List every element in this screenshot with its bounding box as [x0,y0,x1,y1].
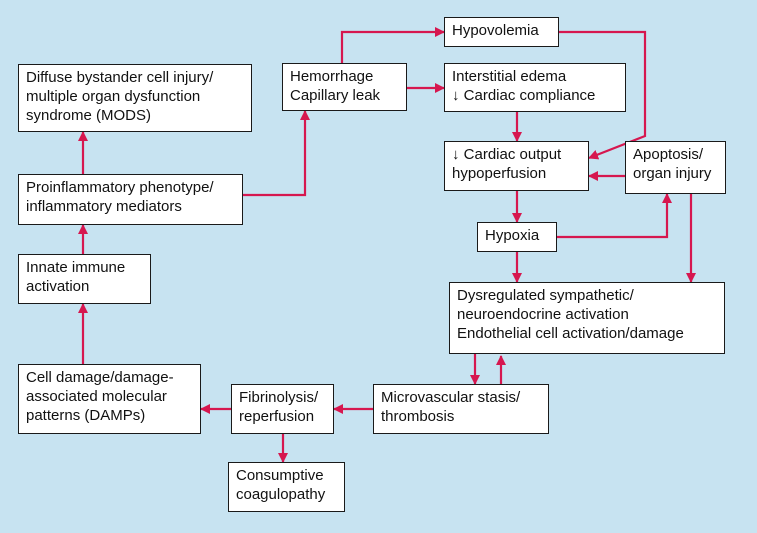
node-hypovolemia-line-1: Hypovolemia [452,22,539,39]
node-hemorrhage-line-1: Hemorrhage [290,68,374,85]
node-edema: Interstitial edema ↓ Cardiac compliance [444,63,626,112]
node-mods-line-3: syndrome (MODS) [26,107,152,124]
node-damps: Cell damage/damage- associated molecular… [18,364,201,434]
node-edema-line-1: Interstitial edema [452,68,567,85]
arrow-proinflammatory-to-hemorrhage [243,110,310,197]
node-mods-line-2: multiple organ dysfunction [26,88,201,105]
node-mods-line-1: Diffuse bystander cell injury/ [26,69,214,86]
node-microvascular: Microvascular stasis/ thrombosis [373,384,549,434]
node-dysregulated-line-1: Dysregulated sympathetic/ [457,287,634,304]
node-hypoxia-line-1: Hypoxia [485,227,540,244]
node-fibrinolysis: Fibrinolysis/ reperfusion [231,384,334,434]
node-innate-line-1: Innate immune [26,259,126,276]
node-coagulopathy-line-1: Consumptive [236,467,324,484]
node-microvascular-line-1: Microvascular stasis/ [381,389,521,406]
node-hypovolemia: Hypovolemia [444,17,559,47]
node-cardiac-output: ↓ Cardiac output hypoperfusion [444,141,589,191]
arrow-hemorrhage-to-hypovolemia [340,27,445,63]
node-mods: Diffuse bystander cell injury/ multiple … [18,64,252,132]
node-hemorrhage-line-2: Capillary leak [290,87,381,104]
node-proinflammatory-line-2: inflammatory mediators [26,198,182,215]
arrow-hypovolemia-to-cardiac-output [559,30,647,160]
node-innate: Innate immune activation [18,254,151,304]
node-microvascular-line-2: thrombosis [381,408,455,425]
node-dysregulated: Dysregulated sympathetic/ neuroendocrine… [449,282,725,354]
node-dysregulated-line-2: neuroendocrine activation [457,306,629,323]
node-hypoxia: Hypoxia [477,222,557,252]
node-fibrinolysis-line-2: reperfusion [239,408,315,425]
node-apoptosis-line-1: Apoptosis/ [633,146,704,163]
node-proinflammatory: Proinflammatory phenotype/ inflammatory … [18,174,243,225]
node-coagulopathy-line-2: coagulopathy [236,486,326,503]
node-apoptosis: Apoptosis/ organ injury [625,141,726,194]
node-proinflammatory-line-1: Proinflammatory phenotype/ [26,179,214,196]
node-cardiac-output-line-2: hypoperfusion [452,165,547,182]
node-innate-line-2: activation [26,278,90,295]
node-edema-line-2: ↓ Cardiac compliance [452,87,596,104]
node-fibrinolysis-line-1: Fibrinolysis/ [239,389,319,406]
node-damps-line-2: associated molecular [26,388,167,405]
node-coagulopathy: Consumptive coagulopathy [228,462,345,512]
node-hemorrhage: Hemorrhage Capillary leak [282,63,407,111]
node-dysregulated-line-3: Endothelial cell activation/damage [457,325,684,342]
node-damps-line-1: Cell damage/damage- [26,369,174,386]
node-damps-line-3: patterns (DAMPs) [26,407,146,424]
node-apoptosis-line-2: organ injury [633,165,712,182]
arrow-hypoxia-to-apoptosis [557,193,672,239]
node-cardiac-output-line-1: ↓ Cardiac output [452,146,562,163]
